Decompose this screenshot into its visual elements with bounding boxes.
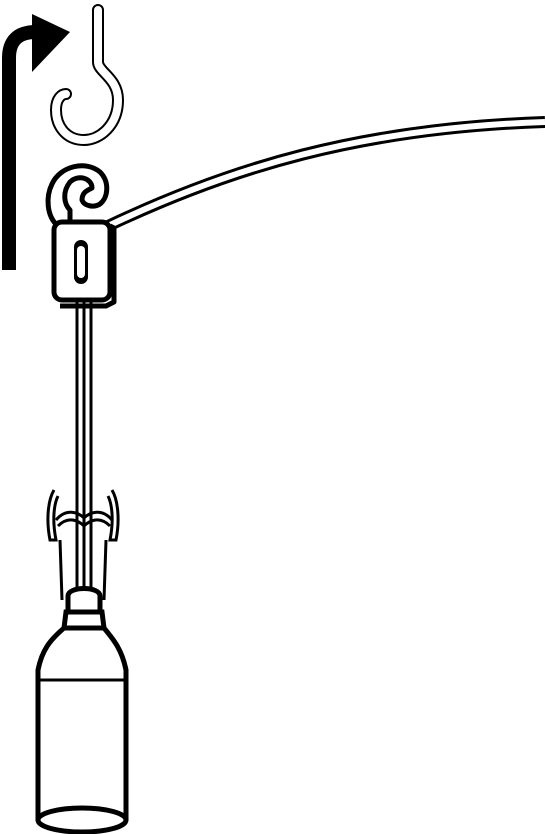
tube-icon bbox=[105, 116, 545, 232]
ceiling-hook-icon bbox=[50, 4, 124, 146]
bottle-icon bbox=[35, 586, 129, 834]
rod-icon bbox=[75, 300, 93, 600]
curved-arrow-icon bbox=[2, 14, 70, 270]
hanger-clip-icon bbox=[45, 163, 117, 309]
spring-clip-icon bbox=[46, 489, 120, 601]
